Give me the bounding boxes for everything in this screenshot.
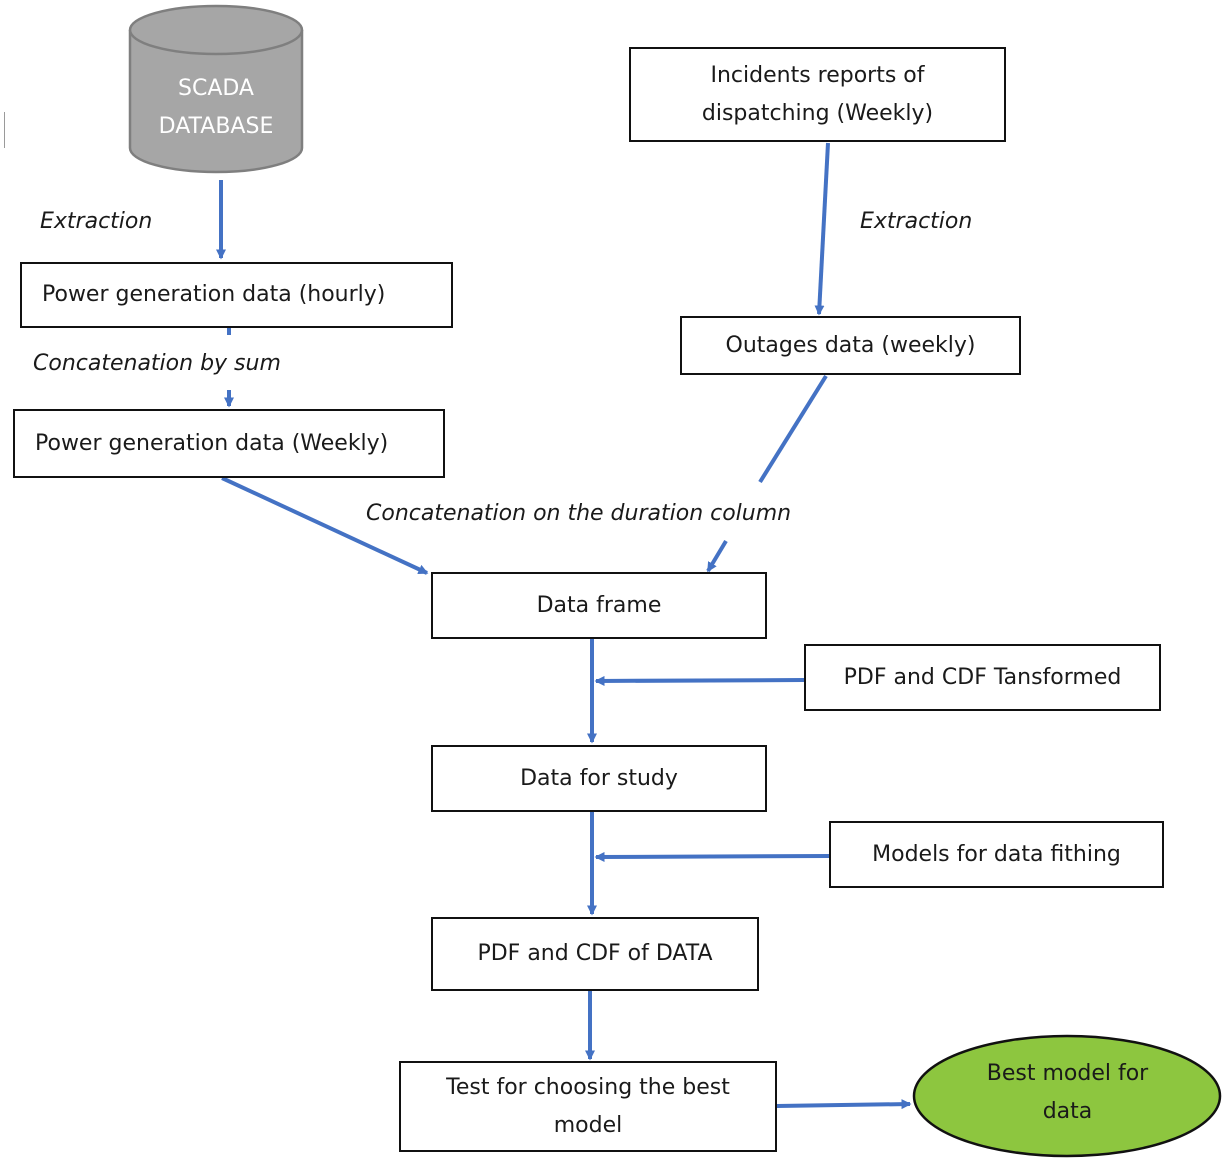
concatenation-duration-label: Concatenation on the duration column	[366, 501, 792, 526]
data-frame-box: Data frame	[431, 572, 767, 639]
connector-outages-down	[758, 374, 828, 484]
pdf-cdf-of-data-box: PDF and CDF of DATA	[431, 917, 759, 991]
concatenation-by-sum-label: Concatenation by sum	[33, 351, 281, 376]
margin-tick	[4, 112, 5, 148]
incidents-line1: Incidents reports of	[710, 62, 925, 88]
test-line2: model	[553, 1112, 623, 1138]
power-generation-hourly-box: Power generation data (hourly)	[20, 262, 453, 328]
database-cylinder-top	[128, 4, 304, 56]
arrow-test-to-best-model	[776, 1099, 912, 1110]
best-model-line1: Best model for	[986, 1061, 1149, 1086]
models-for-data-fitting-box: Models for data fithing	[829, 821, 1164, 888]
incidents-line2: dispatching (Weekly)	[701, 100, 934, 126]
test-best-model-box: Test for choosing the best model	[399, 1061, 777, 1152]
extraction-label-left: Extraction	[40, 209, 153, 234]
arrow-transformed-to-main	[594, 675, 805, 686]
scada-database-line1: SCADA	[178, 76, 254, 101]
scada-database-label: SCADA DATABASE	[130, 70, 302, 146]
best-model-label: Best model for data	[915, 1055, 1220, 1131]
best-model-line2: data	[1042, 1099, 1093, 1124]
arrow-incidents-to-outages	[814, 142, 830, 316]
database-cylinder-body	[128, 30, 304, 174]
arrow-outages-to-data-frame	[706, 539, 728, 573]
scada-database-line2: DATABASE	[158, 114, 274, 139]
incidents-reports-box: Incidents reports of dispatching (Weekly…	[629, 47, 1006, 142]
test-line1: Test for choosing the best	[446, 1074, 730, 1100]
scada-database-cylinder	[128, 4, 304, 174]
pdf-cdf-transformed-box: PDF and CDF Tansformed	[804, 644, 1161, 711]
outages-data-box: Outages data (weekly)	[680, 316, 1021, 375]
extraction-label-right: Extraction	[860, 209, 973, 234]
arrow-models-to-main	[594, 851, 830, 862]
arrow-weekly-to-data-frame	[221, 476, 429, 575]
power-generation-weekly-box: Power generation data (Weekly)	[13, 409, 445, 478]
best-model-terminal-oval	[912, 1034, 1222, 1158]
data-for-study-box: Data for study	[431, 745, 767, 812]
